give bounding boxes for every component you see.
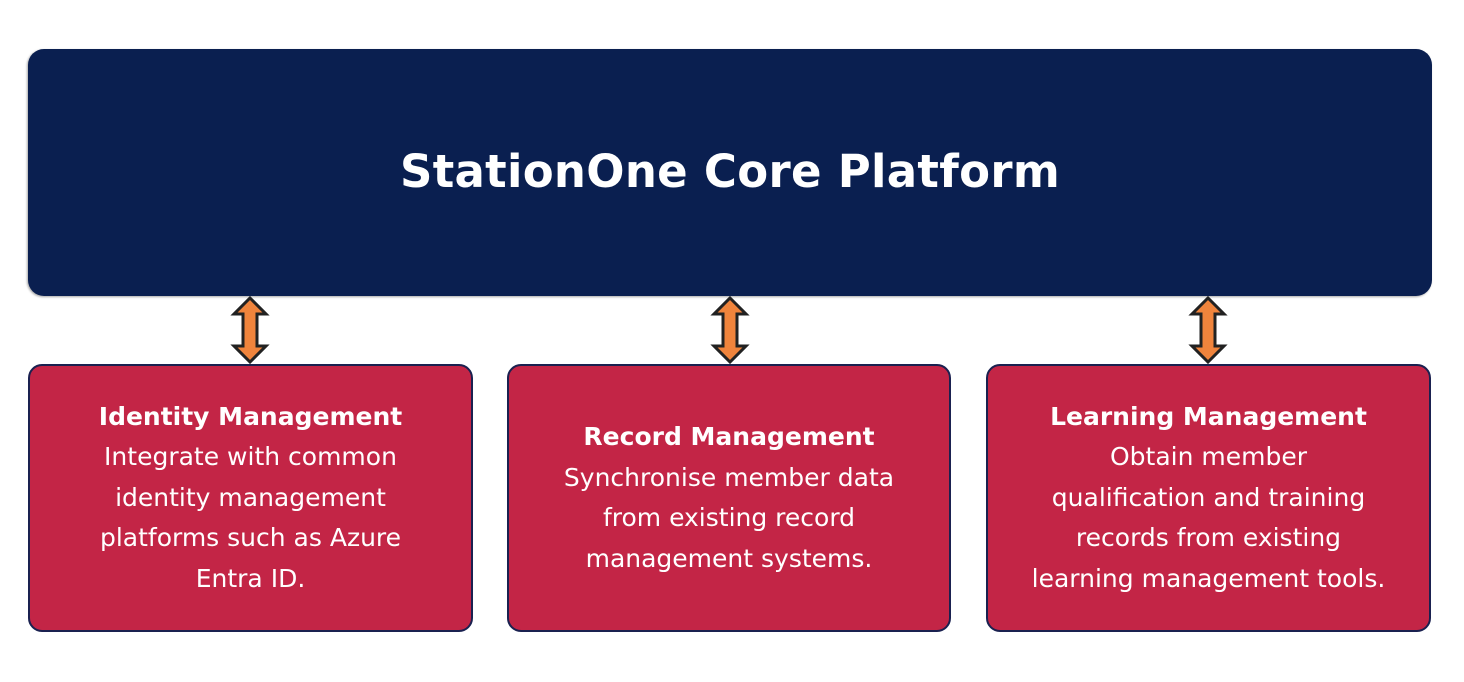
module-title: Record Management: [583, 422, 875, 451]
core-platform-title: StationOne Core Platform: [399, 145, 1061, 198]
core-platform-box: StationOne Core Platform: [28, 49, 1432, 296]
double-arrow-vertical-icon: [1188, 296, 1228, 364]
module-card-identity-management: Identity Management Integrate with commo…: [28, 364, 473, 632]
module-description: Integrate with common identity managemen…: [99, 442, 402, 593]
module-card-learning-management: Learning Management Obtain member qualif…: [986, 364, 1431, 632]
module-description: Obtain member qualification and training…: [1031, 442, 1386, 593]
double-arrow-vertical-icon: [230, 296, 270, 364]
module-card-record-management: Record Management Synchronise member dat…: [507, 364, 951, 632]
module-description: Synchronise member data from existing re…: [563, 462, 895, 573]
double-arrow-vertical-icon: [710, 296, 750, 364]
module-title: Identity Management: [98, 401, 403, 431]
module-title: Learning Management: [1050, 401, 1367, 431]
